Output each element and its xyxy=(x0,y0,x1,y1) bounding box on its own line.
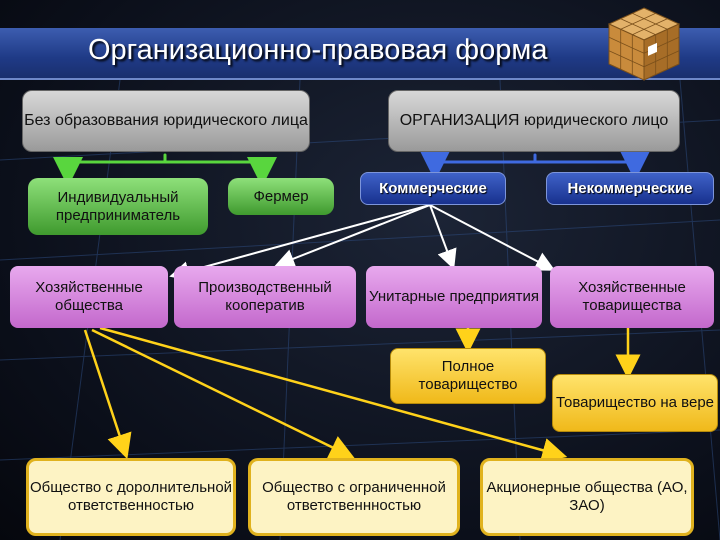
node-individual-entrepreneur: Индивидуальный предприниматель xyxy=(28,178,208,235)
node-organization-legal-entity: ОРГАНИЗАЦИЯ юридического лицо xyxy=(388,90,680,152)
node-additional-liability-company: Общество с доролнительной ответственност… xyxy=(26,458,236,536)
node-no-legal-entity: Без образоввания юридического лица xyxy=(22,90,310,152)
node-business-societies: Хозяйственные общества xyxy=(10,266,168,328)
node-limited-liability-company: Общество с ограниченной ответственнность… xyxy=(248,458,460,536)
node-business-partnerships: Хозяйственные товарищества xyxy=(550,266,714,328)
node-noncommercial: Некоммерческие xyxy=(546,172,714,205)
page-title: Организационно-правовая форма xyxy=(88,34,548,66)
node-farmer: Фермер xyxy=(228,178,334,215)
node-unitary-enterprises: Унитарные предприятия xyxy=(366,266,542,328)
node-joint-stock-companies: Акционерные общества (АО, ЗАО) xyxy=(480,458,694,536)
cube-logo-icon xyxy=(607,7,681,81)
node-commercial: Коммерческие xyxy=(360,172,506,205)
node-production-cooperative: Производственный кооператив xyxy=(174,266,356,328)
node-full-partnership: Полное товарищество xyxy=(390,348,546,404)
title-bar xyxy=(0,28,720,80)
node-limited-partnership: Товарищество на вере xyxy=(552,374,718,432)
